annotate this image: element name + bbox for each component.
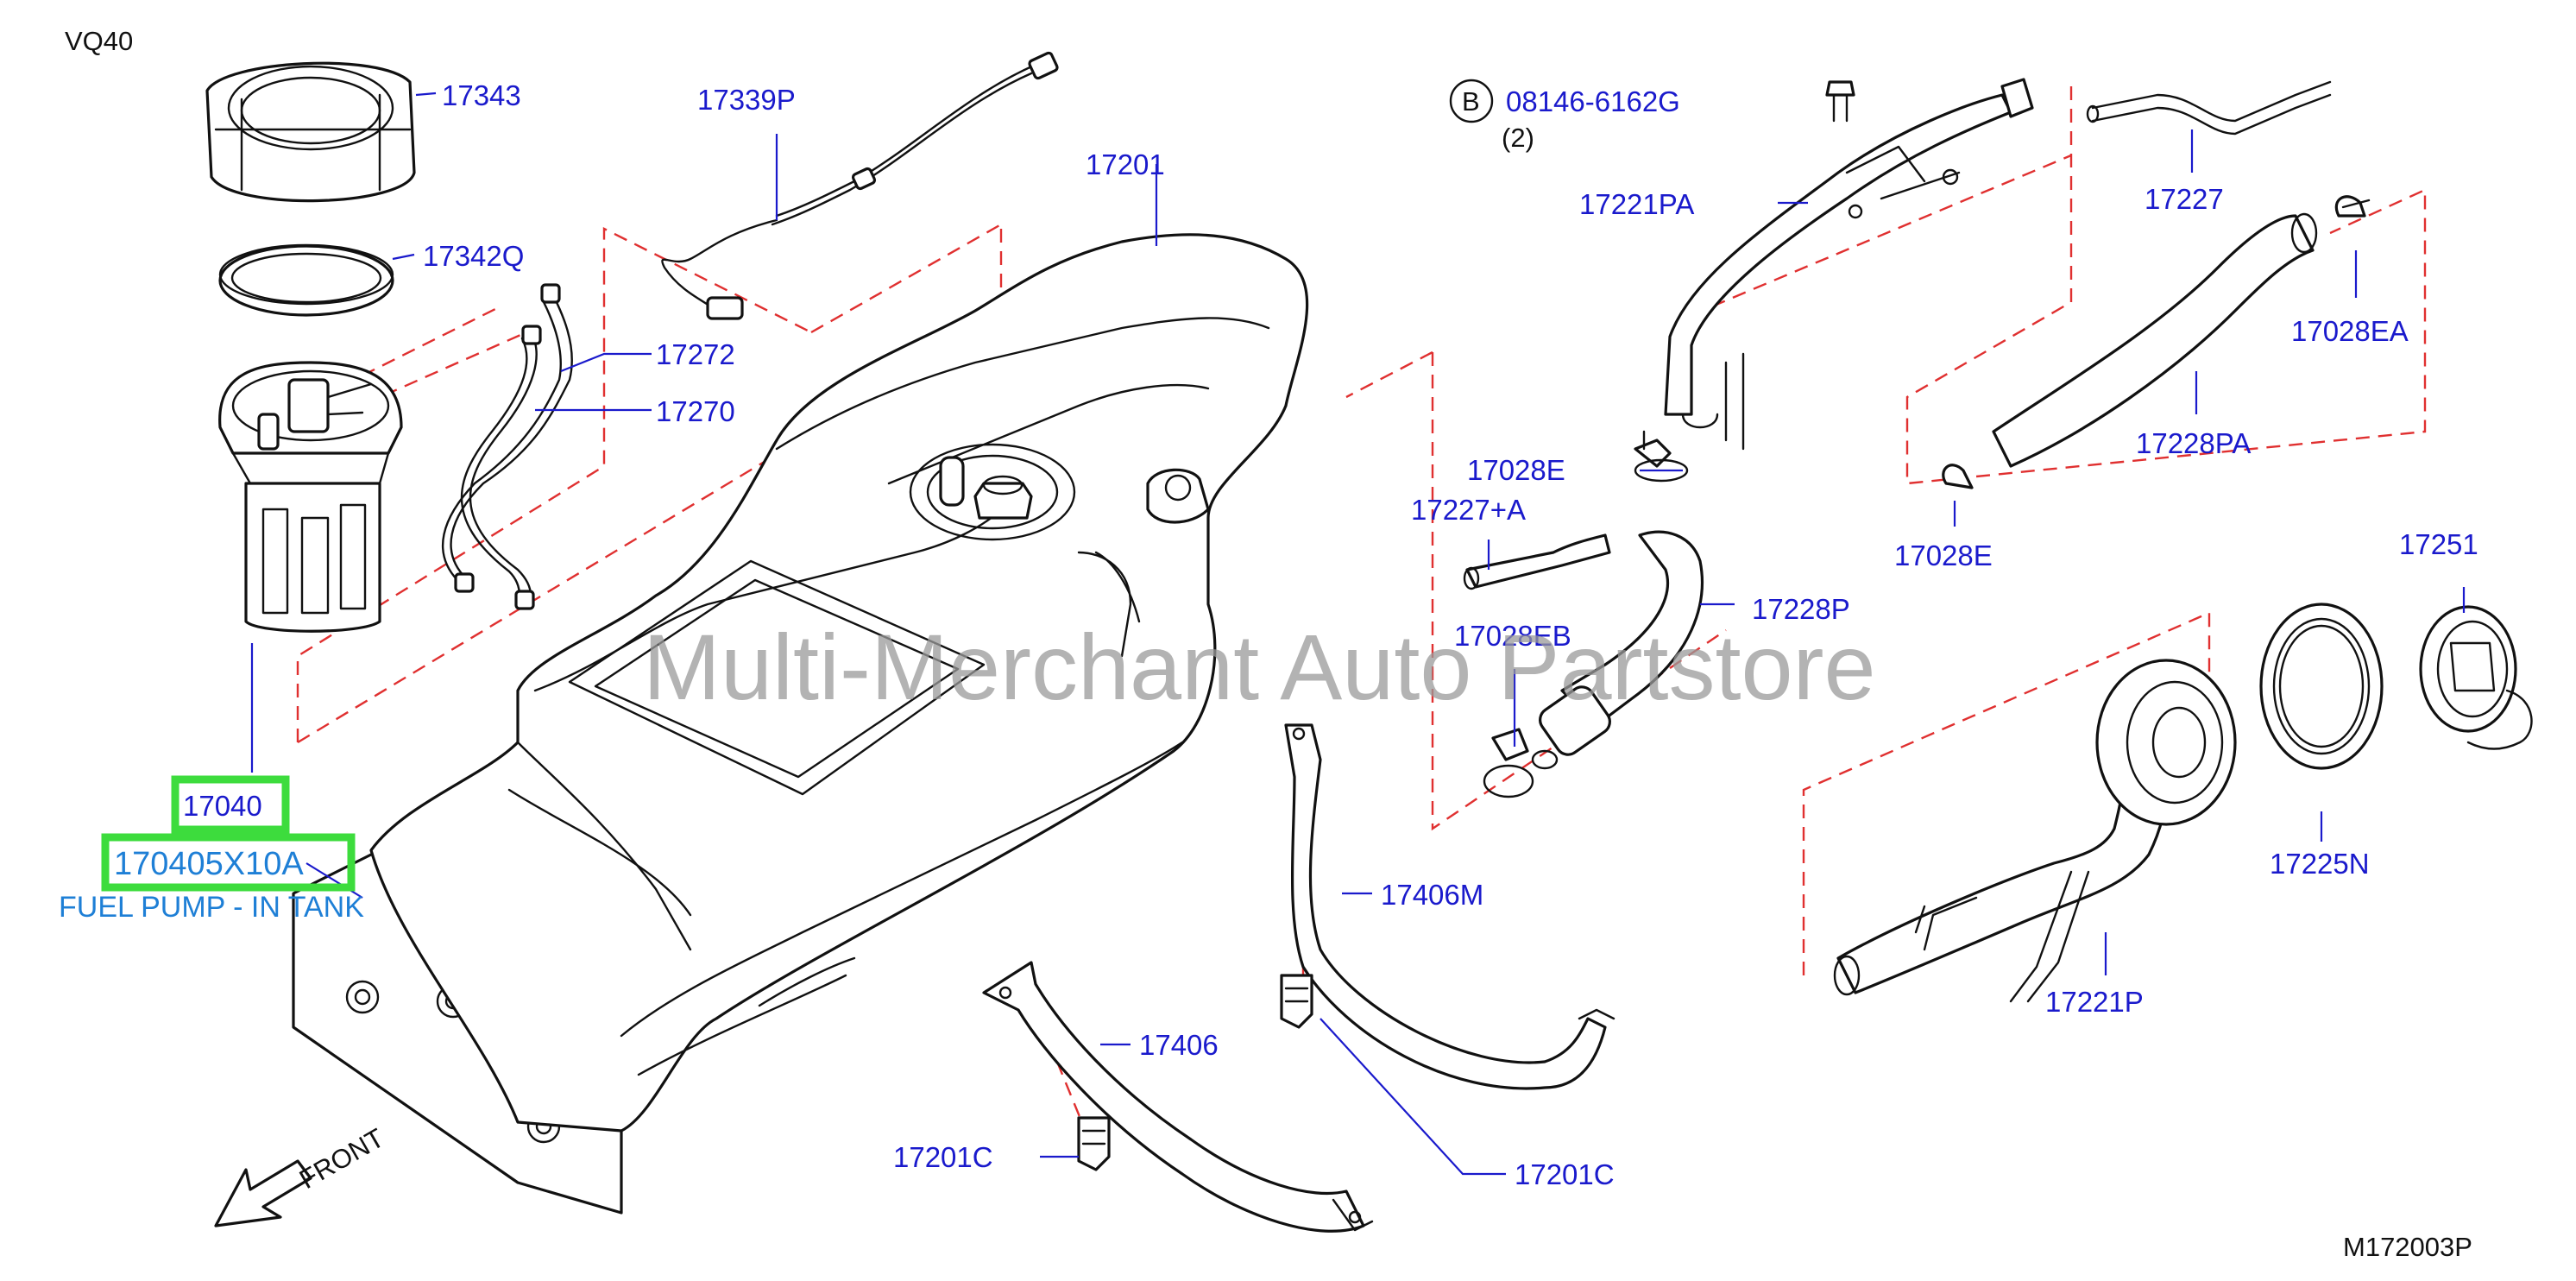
part-label-17406: 17406 [1139, 1029, 1219, 1061]
tank-band-17406m [1284, 723, 1616, 1090]
tank-band-17406 [982, 961, 1374, 1233]
part-label-17221pa: 17221PA [1579, 188, 1694, 220]
hose-17228p [1539, 530, 1704, 756]
part-label-17201c-left: 17201C [893, 1141, 993, 1173]
fuel-cap [2419, 605, 2533, 750]
watermark-text: Multi-Merchant Auto Partstore [643, 615, 1876, 719]
part-label-17343: 17343 [442, 79, 521, 111]
clamp-17028e [1634, 430, 1689, 483]
fuel-tubes [442, 283, 573, 610]
hose-17227 [2086, 80, 2332, 136]
part-label-17227: 17227 [2145, 183, 2224, 215]
bolt-callout-quantity: (2) [1502, 123, 1534, 153]
bolt-callout-part-number: 08146-6162G [1506, 85, 1680, 117]
part-label-17342q: 17342Q [423, 240, 524, 272]
part-label-17251: 17251 [2399, 528, 2478, 560]
part-description: FUEL PUMP - IN TANK [59, 891, 364, 924]
part-label-17201c-right: 17201C [1515, 1158, 1615, 1190]
filler-seal [2259, 603, 2384, 770]
part-label-17028ea: 17028EA [2291, 315, 2409, 347]
front-label: FRONT [294, 1122, 389, 1195]
highlight-boxes [101, 775, 356, 892]
bolt-callout-circle [1449, 79, 1494, 123]
part-label-17028eb: 17028EB [1454, 620, 1571, 652]
fuel-tank [292, 233, 1309, 1215]
hose-17228pa [1942, 195, 2371, 489]
part-label-17228p: 17228P [1752, 593, 1850, 625]
part-label-17270: 17270 [656, 395, 735, 427]
leader-lines [250, 92, 2466, 1176]
part-label-17201: 17201 [1086, 148, 1165, 180]
part-label-17028e-right: 17028E [1894, 540, 1993, 571]
locking-ring [205, 61, 416, 203]
part-label-17227a: 17227+A [1411, 494, 1526, 526]
part-label-17406m: 17406M [1381, 879, 1483, 911]
hose-17227a [1463, 533, 1611, 590]
fuel-pump-assembly [205, 61, 416, 633]
part-label-17228pa: 17228PA [2136, 427, 2251, 459]
filler-tube-upper [1664, 78, 2034, 451]
bolts-17201c [1077, 974, 1313, 1171]
part-label-17040: 17040 [183, 790, 262, 822]
part-label-17028e-center: 17028E [1467, 454, 1565, 486]
part-label-17225n: 17225N [2270, 848, 2370, 880]
front-direction-arrow [214, 1159, 312, 1227]
figure-code-label: M172003P [2343, 1232, 2472, 1262]
fuel-sender-harness [661, 51, 1059, 320]
part-label-17272: 17272 [656, 338, 735, 370]
bolt-callout-letter: B [1462, 86, 1480, 117]
filler-tube-lower [1833, 659, 2237, 1003]
labels: VQ40 M172003P 17343 17342Q 17272 17270 1… [59, 26, 2478, 1262]
part-label-17221p: 17221P [2045, 986, 2144, 1018]
highlighted-part-number: 170405X10A [114, 846, 304, 882]
clamp-17028eb [1483, 728, 1559, 798]
engine-code-label: VQ40 [65, 26, 133, 56]
part-label-17339p: 17339P [697, 84, 796, 116]
